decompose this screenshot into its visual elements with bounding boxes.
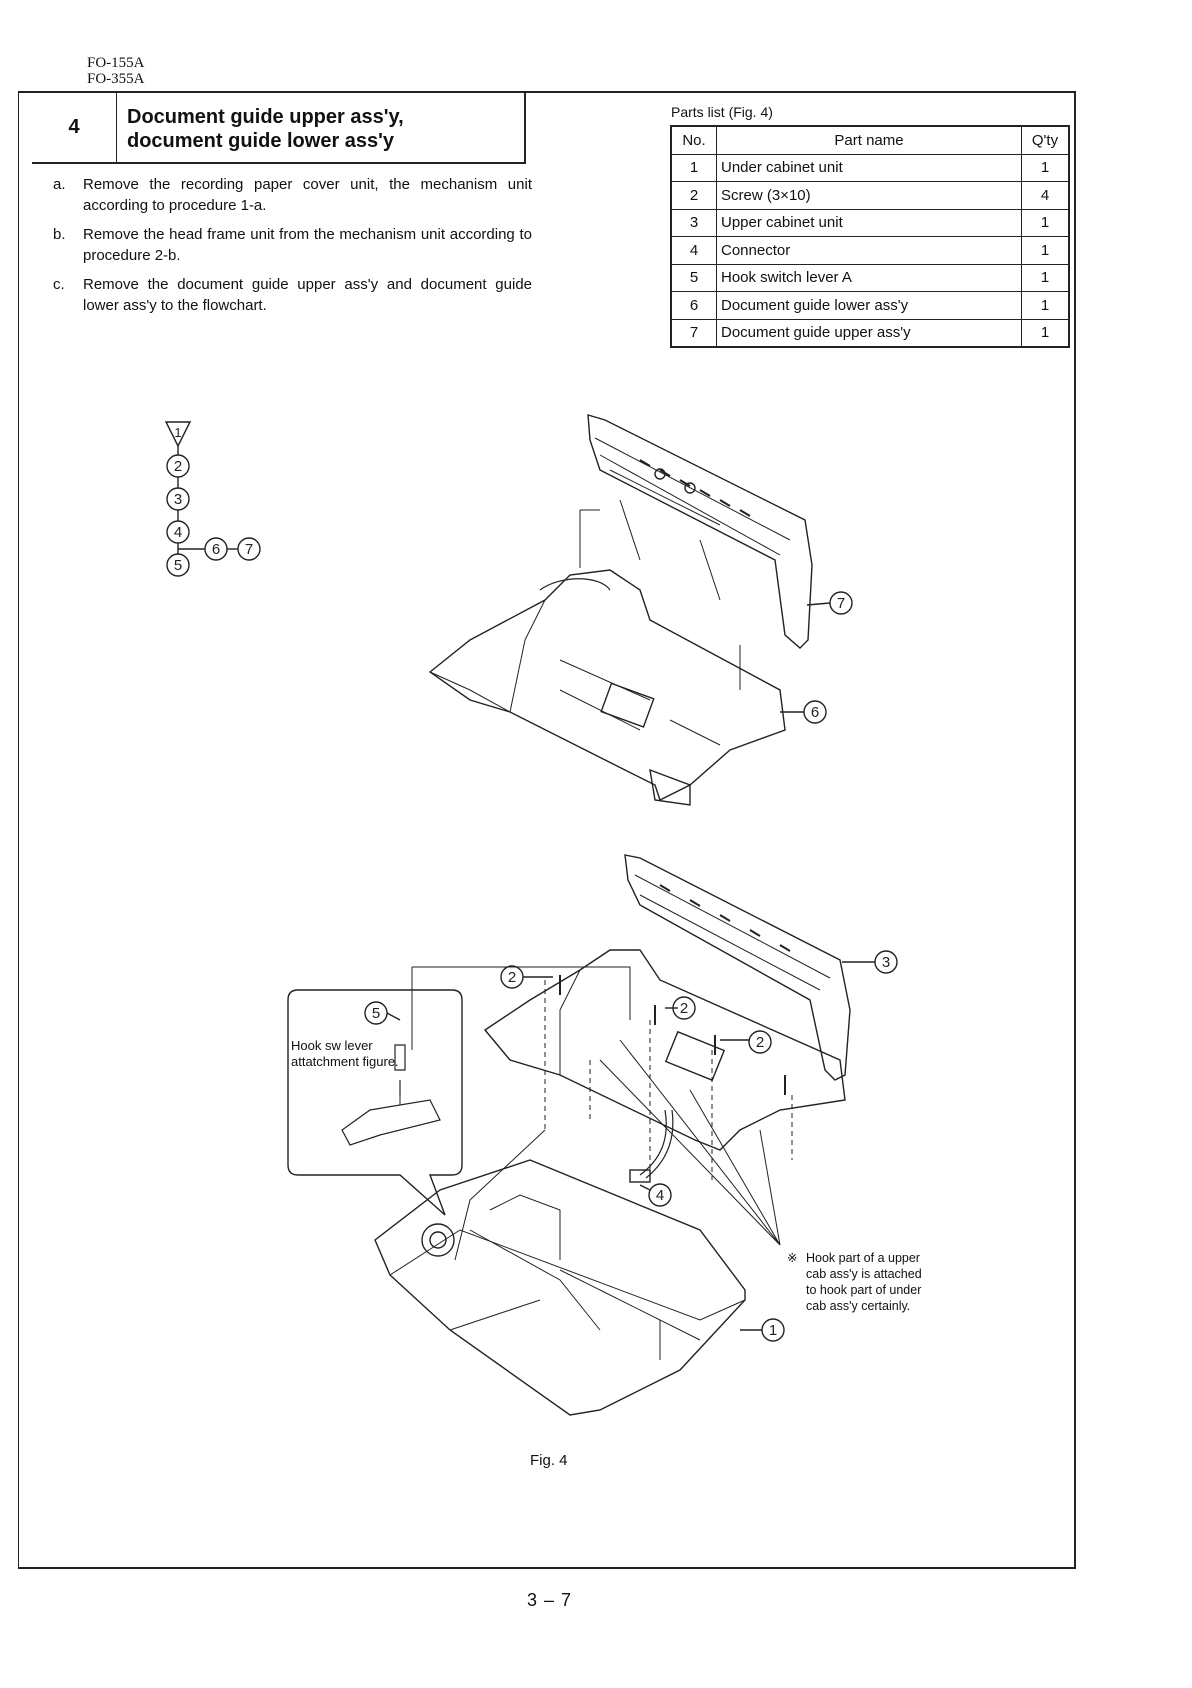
part-name: Screw (3×10) — [716, 181, 1022, 210]
leader-line — [806, 602, 831, 606]
flowchart-step-circle — [166, 553, 190, 577]
step-text: Remove the recording paper cover unit, t… — [83, 176, 532, 214]
table-row: 2 Screw (3×10) 4 — [670, 181, 1070, 210]
callout-label: 2 — [680, 1000, 688, 1017]
upper-exploded-view: 7 6 — [428, 414, 853, 806]
leader-line — [639, 1184, 651, 1191]
table-row: 7 Document guide upper ass'y 1 — [670, 318, 1070, 348]
flowchart-step-label: 5 — [174, 557, 182, 574]
procedure-step: b. Remove the head frame unit from the m… — [48, 225, 532, 266]
procedure-step: c. Remove the document guide upper ass'y… — [48, 275, 532, 316]
part-qty: 1 — [1021, 291, 1070, 320]
callout-label: 4 — [656, 1187, 664, 1204]
header-part-name: Part name — [716, 125, 1022, 155]
step-letter: c. — [53, 276, 65, 293]
flowchart-step-label: 2 — [174, 458, 182, 475]
section-title: Document guide upper ass'y, document gui… — [127, 105, 404, 153]
callout-label: 6 — [811, 704, 819, 721]
flowchart-start-triangle — [164, 421, 192, 448]
header-no: No. — [670, 125, 717, 155]
disassembly-flowchart: 1 2 3 4 5 6 7 — [164, 421, 261, 577]
callout-label: 5 — [372, 1005, 380, 1022]
part-name: Under cabinet unit — [716, 153, 1022, 182]
step-letter: a. — [53, 176, 66, 193]
section-title-line-2: document guide lower ass'y — [127, 130, 395, 152]
document-guide-lower-drawing — [428, 569, 786, 801]
note-line: cab ass'y certainly. — [806, 1299, 911, 1313]
inset-caption-line-1: Hook sw lever — [291, 1038, 373, 1053]
part-no: 3 — [670, 208, 717, 237]
parts-list-caption: Parts list (Fig. 4) — [671, 104, 773, 120]
part-qty: 1 — [1021, 318, 1070, 348]
callout-circle — [874, 950, 898, 974]
step-text: Remove the head frame unit from the mech… — [83, 226, 532, 264]
flowchart-branch-label: 6 — [212, 541, 220, 558]
table-row: 1 Under cabinet unit 1 — [670, 153, 1070, 182]
part-name: Document guide upper ass'y — [716, 318, 1022, 348]
table-row: 3 Upper cabinet unit 1 — [670, 208, 1070, 237]
upper-cabinet-drawing — [624, 854, 851, 1081]
flowchart-start-label: 1 — [174, 425, 181, 440]
callout-label: 2 — [756, 1034, 764, 1051]
flowchart-step-label: 4 — [174, 524, 182, 541]
table-row: 6 Document guide lower ass'y 1 — [670, 291, 1070, 320]
step-text: Remove the document guide upper ass'y an… — [83, 276, 532, 314]
page-number: 3 – 7 — [527, 1590, 573, 1610]
part-no: 2 — [670, 181, 717, 210]
part-name: Upper cabinet unit — [716, 208, 1022, 237]
roller-drawing — [600, 682, 655, 728]
inset-caption-line-2: attatchment figure. — [291, 1054, 399, 1069]
callout-circle — [748, 1030, 772, 1054]
part-qty: 1 — [1021, 236, 1070, 265]
part-name: Document guide lower ass'y — [716, 291, 1022, 320]
callout-circle — [672, 996, 696, 1020]
callout-label: 2 — [508, 969, 516, 986]
callout-circle — [803, 700, 827, 724]
flowchart-step-label: 3 — [174, 491, 182, 508]
flowchart-branch-circle — [237, 537, 261, 561]
flowchart-branch-label: 7 — [245, 541, 253, 558]
header-qty: Q'ty — [1021, 125, 1070, 155]
model-numbers: FO-155A FO-355A — [87, 55, 145, 87]
callout-circle — [829, 591, 853, 615]
procedure-step: a. Remove the recording paper cover unit… — [48, 175, 532, 216]
note-mark: ※ — [787, 1251, 798, 1265]
lower-exploded-view: 3 2 2 2 5 4 1 — [287, 854, 898, 1416]
model-number-1: FO-155A — [87, 55, 145, 71]
section-number: 4 — [32, 93, 117, 162]
callout-label: 1 — [769, 1322, 777, 1339]
callout-label: 7 — [837, 595, 845, 612]
part-no: 1 — [670, 153, 717, 182]
section-title-box: 4 Document guide upper ass'y, document g… — [32, 93, 526, 164]
parts-header-row: No. Part name Q'ty — [670, 125, 1070, 155]
procedure-steps: a. Remove the recording paper cover unit… — [48, 175, 532, 325]
table-row: 5 Hook switch lever A 1 — [670, 263, 1070, 292]
parts-list-table: No. Part name Q'ty 1 Under cabinet unit … — [670, 125, 1070, 348]
callout-circle — [648, 1183, 672, 1207]
figure-caption: Fig. 4 — [530, 1452, 568, 1469]
callout-circle — [500, 965, 524, 989]
part-qty: 1 — [1021, 208, 1070, 237]
part-no: 7 — [670, 318, 717, 348]
note-line: cab ass'y is attached — [806, 1267, 922, 1281]
under-cabinet-drawing — [374, 1159, 746, 1416]
page-frame — [18, 91, 1076, 1569]
section-title-line-1: Document guide upper ass'y, — [127, 106, 404, 128]
part-qty: 1 — [1021, 263, 1070, 292]
step-letter: b. — [53, 226, 66, 243]
model-number-2: FO-355A — [87, 71, 145, 87]
note-line: Hook part of a upper — [806, 1251, 920, 1265]
part-no: 6 — [670, 291, 717, 320]
callout-circle — [761, 1318, 785, 1342]
inset-caption: Hook sw lever attatchment figure. — [291, 1038, 399, 1070]
note-line: to hook part of under — [806, 1283, 922, 1297]
inset-callout-box — [287, 989, 463, 1216]
part-qty: 4 — [1021, 181, 1070, 210]
callout-label: 3 — [882, 954, 890, 971]
part-qty: 1 — [1021, 153, 1070, 182]
assembly-note: Hook part of a upper cab ass'y is attach… — [806, 1250, 922, 1314]
document-guide-upper-drawing — [587, 414, 813, 649]
